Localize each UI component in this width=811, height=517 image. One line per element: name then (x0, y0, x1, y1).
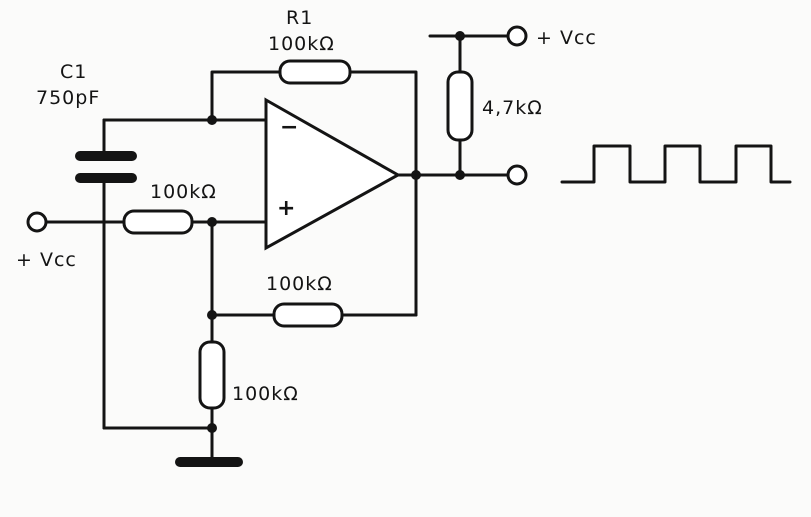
terminal-output (506, 164, 528, 186)
resistor-feedback (272, 302, 344, 328)
c1-name-label: C1 (60, 61, 87, 83)
resistor-r1 (278, 59, 352, 85)
vcc-left-label: + Vcc (16, 249, 77, 271)
square-wave-output (560, 144, 792, 184)
pullup-resistor-label: 4,7kΩ (482, 97, 543, 119)
resistor-pullup (446, 70, 474, 142)
wires (44, 34, 510, 460)
noninverting-input-sign: + (277, 196, 295, 221)
op-amp-triangle (264, 97, 402, 251)
feedback-resistor-label: 100kΩ (266, 273, 333, 295)
terminal-vcc-top (506, 25, 528, 47)
inverting-input-sign: − (280, 115, 298, 140)
ground-resistor-label: 100kΩ (232, 383, 299, 405)
resistor-input (122, 209, 194, 235)
terminal-vcc-left (26, 211, 48, 233)
junction-nodes (207, 31, 465, 433)
r1-name-label: R1 (286, 7, 313, 29)
vcc-top-label: + Vcc (536, 27, 597, 49)
c1-value-label: 750pF (36, 87, 100, 109)
r1-value-label: 100kΩ (268, 33, 335, 55)
input-resistor-label: 100kΩ (150, 181, 217, 203)
capacitor-c1 (75, 151, 137, 183)
resistor-ground (198, 340, 226, 410)
